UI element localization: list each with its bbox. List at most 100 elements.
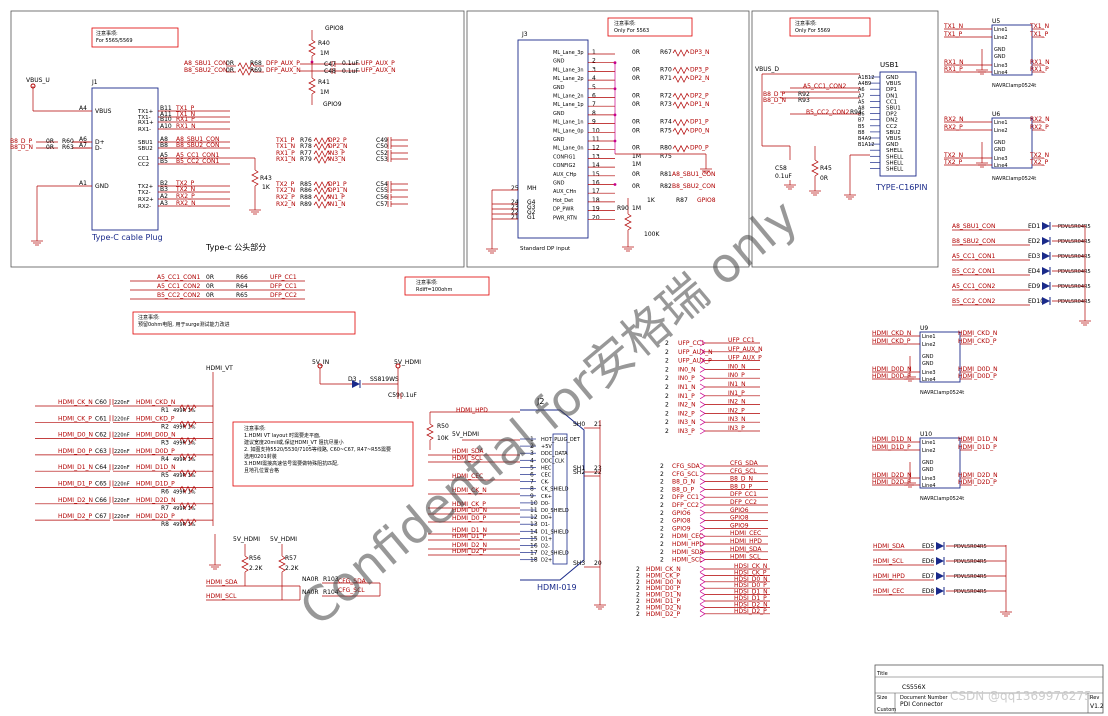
dp-pin-name: GND: [553, 85, 565, 91]
resistor: [624, 213, 632, 231]
port-arrow: [699, 427, 706, 435]
port-pin-no: 2: [660, 525, 664, 532]
hdmi-pin-name: CK+: [541, 494, 552, 500]
resistor: [313, 143, 331, 151]
port-bot-net: HDSI_D1_P: [734, 595, 767, 602]
hdmi-pin-num: 5: [530, 464, 534, 471]
surge-note-title: 注意事项:: [138, 314, 160, 321]
typec-left-pin-num: A1: [79, 180, 87, 187]
port-pin-no: 2: [665, 358, 669, 365]
hdmi-vt-label: HDMI_VT: [206, 365, 233, 372]
dp-r-ref: R81: [660, 171, 672, 178]
port-pin-no: 2: [636, 566, 640, 573]
hdmi-res-ref: R8: [161, 521, 169, 528]
dp-pin-num: 20: [592, 214, 600, 221]
c59-ref: C59: [388, 392, 400, 399]
r69-ref: R69: [250, 67, 262, 74]
usb1-pin-name: SHELL: [886, 148, 904, 154]
resistor: [313, 150, 331, 158]
usb1-pin-num: A5: [858, 99, 865, 105]
d3-ref: D3: [348, 376, 357, 383]
esd-ref: ED10: [1028, 298, 1044, 305]
port-mid-net: HDMI_SCL: [730, 554, 761, 561]
hdmi-in-net: HDMI_CK_N: [58, 399, 93, 406]
dp-lane-res: R78: [300, 143, 312, 150]
port-mid-label: CFG_SCL: [672, 471, 699, 478]
hdmi-cap-ref: C63: [95, 448, 107, 455]
dp-r-ref: R72: [660, 93, 672, 100]
clamp-left-net: HDMI_D1D_N: [872, 436, 912, 443]
port-pin-no: 2: [660, 518, 664, 525]
resistor: [313, 137, 331, 145]
dp-mh-name: G1: [527, 214, 536, 221]
hdmi-cap-val: 220nF: [114, 514, 130, 520]
usb1-pin-name: DP1: [886, 87, 897, 93]
esd2-ref: ED5: [922, 543, 934, 550]
typec-title: Type-C cable Plug: [91, 233, 163, 242]
hdmi-pin-name: D1-: [541, 522, 550, 528]
diode-symbol: [1042, 237, 1050, 245]
typec-right-pin-name: TX2+: [137, 184, 154, 190]
esd-part: PDVL5R04R5: [1058, 224, 1091, 230]
hdmi-shield: SH0: [573, 421, 585, 428]
port-top-net: UFP_AUX_N: [728, 346, 763, 353]
diode-symbol: [936, 572, 944, 580]
clamp-left-net: RX2_N: [944, 116, 964, 123]
hdmi-pin-name: D1_SHIELD: [541, 529, 569, 535]
usb1-pins: GNDA1B12VBUSA4B9DP1A6DN1A7CC1A5SBU1A8DP2…: [761, 73, 904, 200]
hdmi-connector: J2 HDMI-019 HDMI_HPD R50 10K 5V_HDMI HOT…: [426, 397, 606, 610]
port-mid-label: HDMI_SDA: [672, 549, 704, 556]
v5-label: 5V_HDMI: [452, 431, 479, 438]
clamp-left-net: HDMI_D0D_P: [872, 373, 911, 380]
hdmi-pin-num: 10: [530, 500, 538, 507]
usb1-pin-name: VBUS: [886, 81, 902, 87]
hdmi-conn-net: HDMI_D2_N: [452, 542, 487, 549]
hdmi-res-ref: R1: [161, 407, 169, 414]
r90-val: 100K: [644, 231, 660, 238]
dp-r-ref: R70: [660, 66, 672, 73]
dp-lane-in: TX1_P: [275, 137, 295, 144]
port-arrow: [699, 410, 706, 417]
typec-left-pin-name: GND: [95, 183, 109, 190]
dp-ref: J3: [521, 31, 528, 38]
clamp-pin-name: GND: [922, 460, 934, 466]
clamp-left-net: RX2_P: [944, 124, 963, 131]
hdmi-cap-ref: C64: [95, 464, 107, 471]
clamp-pin-name: Line3: [994, 63, 1008, 69]
hdmi-pin-num: 16: [530, 543, 538, 550]
dp-r-ref: R74: [660, 119, 672, 126]
clamp-left-net: TX1_N: [943, 23, 963, 30]
typec-right-pin-num: A2: [160, 193, 168, 200]
dp-pin-num: 19: [592, 206, 600, 213]
usb-note-box: [789, 17, 871, 37]
dp-mh-name: G2: [527, 209, 536, 216]
pu1-net: 5V_HDMI: [233, 536, 260, 543]
port-bot-net: HDSI_D2_N: [734, 601, 768, 608]
esd2-net: HDMI_SCL: [873, 558, 904, 565]
clamp-right-net: HDMI_CKD_N: [958, 330, 997, 337]
typec-right-pins: B11TX1+TX1_PA11TX1-TX1_NB10RX1+RX1_PA10R…: [137, 30, 360, 215]
dp-r-val: 1M: [632, 153, 641, 160]
hdmi-pin-num: 1: [530, 436, 534, 443]
resistor: [672, 92, 690, 101]
hdmi-res-ref: R3: [161, 440, 169, 447]
clamp-pin-name: Line4: [994, 70, 1008, 76]
typec-right-pin-num: A8: [160, 136, 168, 143]
usb-note-body: Only For 5569: [795, 28, 830, 34]
dp-lane-res: R88: [300, 194, 312, 201]
clamp-right-net: HDMI_D0D_N: [958, 366, 998, 373]
port-mid-label: GPIO8: [672, 518, 691, 525]
port-top-net: UFP_AUX_P: [728, 355, 762, 362]
dp-pin-name: AUX_CHn: [553, 189, 576, 195]
vin-terminal: [317, 363, 323, 369]
hdmi-note-line: 建议宽度20mil或,保证HDMI_VT 阻抗尽量小: [244, 439, 344, 446]
usb1-pin-num: A8: [858, 106, 865, 112]
typec-right-pin-num: A10: [160, 123, 172, 130]
typec-right-pin-num: B11: [160, 105, 172, 112]
clamp-right-net: HDMI_CKD_P: [958, 338, 997, 345]
hdmi-res-val: 499R 1%: [173, 424, 196, 430]
diode-symbol: [352, 380, 360, 388]
hdmi-pin-num: 6: [530, 472, 534, 479]
tb-size-label: Size: [877, 695, 887, 701]
clamp-left-net: HDMI_D2D_N: [872, 472, 912, 479]
